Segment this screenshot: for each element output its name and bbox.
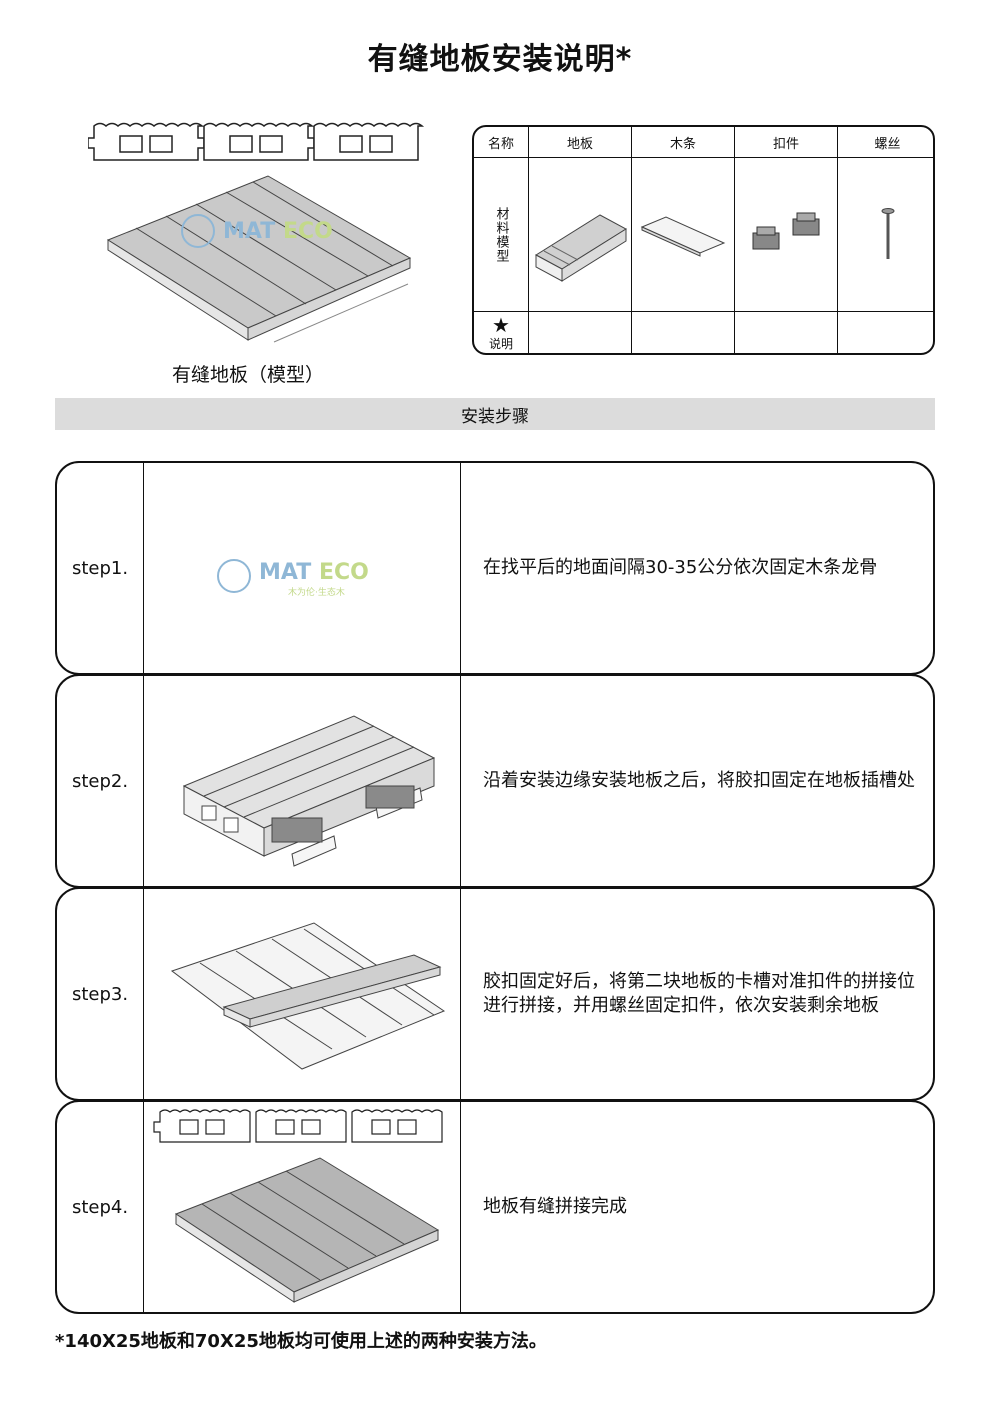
floor-model-illustration: MAT ECO	[87, 118, 428, 358]
step-label: step1.	[71, 557, 129, 579]
note-cell-screw	[837, 312, 933, 353]
screw-image	[837, 158, 933, 311]
header-clip: 扣件	[734, 127, 837, 157]
second-board-drawing	[170, 922, 446, 1070]
svg-text:ECO: ECO	[319, 560, 369, 585]
materials-note-row: ★ 说明	[474, 312, 933, 353]
step-image	[143, 1102, 461, 1312]
step-image	[143, 676, 461, 886]
step-card-3: step3. 胶扣固定好后，将第二块地板的卡槽对准扣件的拼接位进行拼接，并用螺丝…	[55, 887, 935, 1101]
step-text: 沿着安装边缘安装地板之后，将胶扣固定在地板插槽处	[483, 770, 915, 791]
materials-header-row: 名称 地板 木条 扣件 螺丝	[474, 127, 933, 158]
step-label: step3.	[71, 983, 129, 1005]
completed-floor-drawing	[153, 1109, 443, 1303]
materials-model-row: 材料模型	[474, 158, 933, 312]
step-label: step4.	[71, 1196, 129, 1218]
clip-image	[734, 158, 837, 311]
header-name: 名称	[487, 136, 514, 152]
watermark-logo: MAT ECO 木为伦·生态木	[214, 551, 404, 605]
step-text: 地板有缝拼接完成	[483, 1196, 627, 1217]
watermark-sub: 木为伦·生态木	[288, 586, 345, 598]
step-card-2: step2. 沿着安装边缘安装地板之后，将胶扣固定在地板插槽处	[55, 674, 935, 888]
batten-image	[631, 158, 734, 311]
note-cell-clip	[734, 312, 837, 353]
step-text: 胶扣固定好后，将第二块地板的卡槽对准扣件的拼接位进行拼接，并用螺丝固定扣件，依次…	[483, 971, 915, 1016]
note-cell-floor	[528, 312, 631, 353]
step-image: MAT ECO 木为伦·生态木	[143, 463, 461, 673]
page-title: 有缝地板安装说明*	[367, 42, 633, 77]
footnote: *140X25地板和70X25地板均可使用上述的两种安装方法。	[55, 1331, 547, 1352]
watermark-logo: MAT ECO	[178, 206, 368, 260]
step-text: 在找平后的地面间隔30-35公分依次固定木条龙骨	[483, 557, 878, 578]
step-image	[143, 889, 461, 1099]
header-screw: 螺丝	[837, 127, 933, 157]
floor-model-drawing	[87, 122, 425, 343]
step-card-4: step4. 地板有缝拼接完成	[55, 1100, 935, 1314]
floor-board-image	[528, 158, 631, 311]
row-label-note: 说明	[488, 337, 513, 351]
row-label-material-model: 材料模型	[493, 206, 509, 263]
note-cell-batten	[631, 312, 734, 353]
section-bar: 安装步骤	[55, 398, 935, 430]
star-icon: ★	[492, 313, 510, 337]
board-with-clips-drawing	[182, 715, 436, 867]
header-floor: 地板	[528, 127, 631, 157]
materials-table: 名称 地板 木条 扣件 螺丝 材料模型	[472, 125, 935, 355]
step-card-1: step1. MAT ECO 木为伦·生态木 在找平后的地面间隔30-35公分依…	[55, 461, 935, 675]
header-batten: 木条	[631, 127, 734, 157]
svg-text:ECO: ECO	[283, 219, 333, 244]
svg-text:MAT: MAT	[223, 219, 275, 244]
svg-text:MAT: MAT	[259, 560, 311, 585]
step-label: step2.	[71, 770, 129, 792]
hero-caption: 有缝地板（模型）	[171, 364, 324, 386]
